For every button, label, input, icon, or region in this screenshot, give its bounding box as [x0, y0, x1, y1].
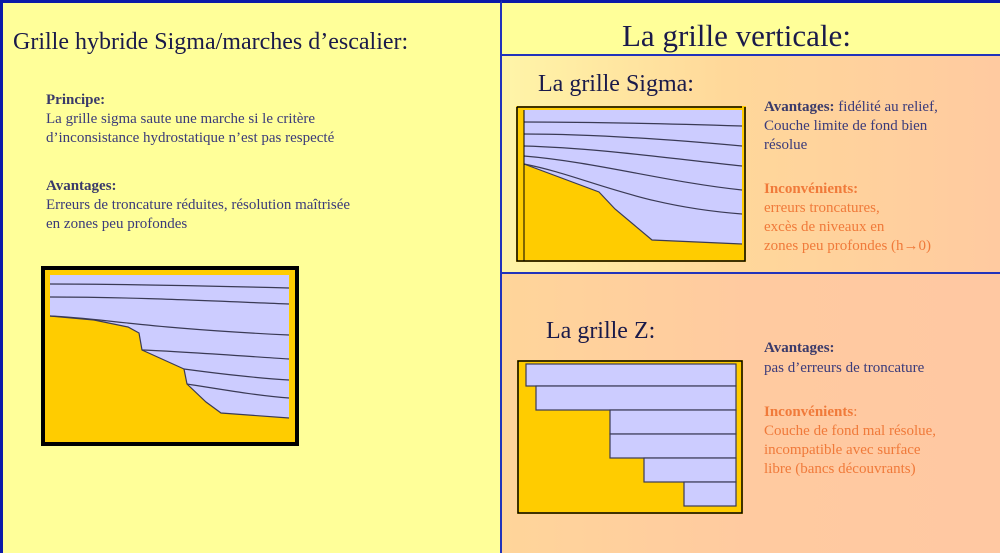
sigma-avantages-line1: fidélité au relief,: [834, 99, 938, 115]
z-inconvenients-label: Inconvénients: [764, 404, 854, 420]
sigma-avantages-line3: résolue: [764, 137, 808, 153]
z-inconvenients-line1: Couche de fond mal résolue,: [764, 423, 937, 439]
hybrid-grid-diagram: [41, 266, 299, 446]
sigma-grid-diagram: [516, 106, 746, 262]
hybrid-grid-panel: Grille hybride Sigma/marches d’escalier:…: [0, 0, 502, 553]
vertical-grid-title: La grille verticale:: [622, 18, 851, 53]
sigma-grid-panel: La grille Sigma: Avantages: fidélité au …: [502, 56, 1000, 274]
sigma-inconvenients-line3: zones peu profondes (h→0): [764, 238, 932, 254]
hybrid-avantages-line2: en zones peu profondes: [46, 216, 188, 232]
z-avantages-line1: pas d’erreurs de troncature: [764, 360, 925, 376]
principe-text-line1: La grille sigma saute une marche si le c…: [46, 111, 316, 127]
hybrid-grid-title: Grille hybride Sigma/marches d’escalier:: [13, 29, 409, 55]
sigma-avantages-line2: Couche limite de fond bien: [764, 118, 928, 134]
z-grid-panel: La grille Z: Avantages: pas d’erreurs de…: [502, 274, 1000, 553]
sigma-avantages-label: Avantages:: [764, 99, 835, 115]
z-inconvenients-colon: :: [853, 404, 858, 420]
hybrid-avantages-line1: Erreurs de troncature réduites, résoluti…: [46, 197, 351, 213]
z-avantages-label: Avantages:: [764, 340, 835, 356]
sigma-inconvenients-line1: erreurs troncatures,: [764, 200, 880, 216]
sigma-grid-title: La grille Sigma:: [538, 71, 694, 97]
principe-label: Principe:: [46, 92, 106, 108]
hybrid-avantages-label: Avantages:: [46, 178, 117, 194]
sigma-inconvenients-label: Inconvénients:: [764, 181, 859, 197]
z-inconvenients-line2: incompatible avec surface: [764, 442, 921, 458]
z-grid-diagram: [517, 360, 743, 514]
vertical-grid-header: La grille verticale:: [502, 0, 1000, 56]
sigma-inconvenients-line2: excès de niveaux en: [764, 219, 885, 235]
z-grid-title: La grille Z:: [546, 318, 656, 344]
z-inconvenients-line3: libre (bancs découvrants): [764, 461, 916, 477]
principe-text-line2: d’inconsistance hydrostatique n’est pas …: [46, 130, 335, 146]
